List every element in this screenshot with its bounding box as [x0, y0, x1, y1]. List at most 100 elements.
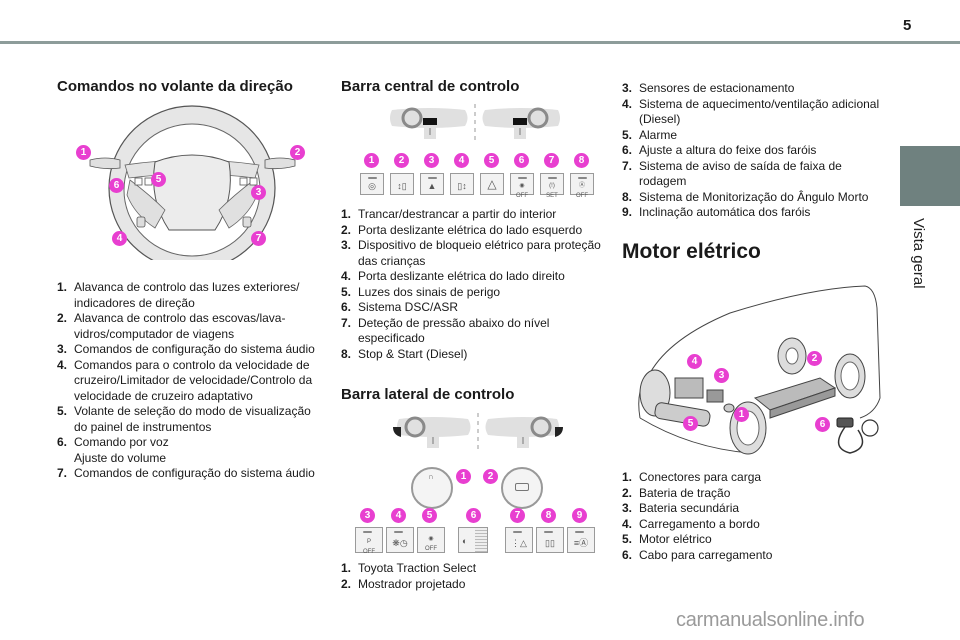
traction-mode-icon: ∩ [428, 472, 434, 481]
list-item: 3.Dispositivo de bloqueio elétrico para … [341, 238, 601, 268]
callout-badge: 5 [683, 416, 698, 431]
callout-badge: 1 [364, 153, 379, 168]
header-rule [0, 41, 960, 44]
hazard-button: △ [480, 173, 504, 195]
list-item: 8.Stop & Start (Diesel) [341, 346, 468, 361]
list-item: 3.Comandos de configuração do sistema áu… [57, 342, 315, 356]
list-item: 2.Bateria de tração [622, 485, 731, 500]
tire-pressure-button: (!)SET [540, 173, 564, 199]
lane-departure-icon: ⋮△ [511, 538, 527, 548]
lock-button: ◎ [360, 173, 384, 195]
lock-icon: ◎ [368, 181, 376, 191]
list-item: 8.Sistema de Monitorização do Ângulo Mor… [622, 189, 869, 204]
left-sliding-door-button: ↕▯ [390, 173, 414, 195]
callout-badge: 5 [151, 172, 166, 187]
list-item: 4.Comandos para o controlo da velocidade… [57, 357, 313, 403]
list-item: 6.Ajuste a altura do feixe dos faróis [622, 143, 817, 157]
lane-departure-button: ⋮△ [505, 527, 533, 553]
callout-badge: 4 [112, 231, 127, 246]
dashboard-position-diagram [390, 104, 560, 146]
alarm-button: ◉OFF [417, 527, 445, 553]
list-item: 5.Motor elétrico [622, 532, 712, 546]
right-sliding-door-button: ▯↕ [450, 173, 474, 195]
side-bar-item-list-part1: 1.Toyota Traction Select 2.Mostrador pro… [341, 561, 613, 592]
alarm-off-icon: ◉OFF [425, 536, 437, 552]
headlight-level-dial: ◐ [458, 527, 488, 553]
callout-badge: 8 [574, 153, 589, 168]
chapter-tab-label[interactable]: Vista geral [910, 218, 927, 289]
list-item: 3.Bateria secundária [622, 501, 740, 515]
list-item: 6.Cabo para carregamento [622, 547, 773, 562]
callout-badge: 2 [290, 145, 305, 160]
list-item: 4.Porta deslizante elétrica do lado dire… [341, 269, 565, 283]
callout-badge: 2 [807, 351, 822, 366]
list-item: 2.Porta deslizante elétrica do lado esqu… [341, 222, 583, 237]
callout-badge: 2 [483, 469, 498, 484]
dashboard-illustration [393, 413, 563, 453]
list-item: 2.Mostrador projetado [341, 576, 466, 591]
callout-badge: 6 [109, 178, 124, 193]
callout-badge: 6 [514, 153, 529, 168]
callout-badge: 7 [251, 231, 266, 246]
auto-headlight-button: ≡Ⓐ [567, 527, 595, 553]
electric-motor-section-title: Motor elétrico [622, 240, 761, 263]
central-bar-buttons: 1 2 3 4 5 6 7 8 ◎ ↕▯ ▲ ▯↕ △ ◉OFF (!)SET … [355, 153, 595, 199]
watermark-link[interactable]: carmanualsonline.info [676, 609, 865, 631]
list-item: 1.Trancar/destrancar a partir do interio… [341, 207, 557, 221]
steering-wheel-illustration [89, 105, 296, 271]
hud-icon [515, 483, 529, 491]
side-bar-section-title: Barra lateral de controlo [341, 386, 515, 403]
central-bar-section-title: Barra central de controlo [341, 78, 520, 95]
callout-badge: 3 [251, 185, 266, 200]
callout-badge: 4 [687, 354, 702, 369]
central-bar-item-list: 1.Trancar/destrancar a partir do interio… [341, 207, 613, 362]
tire-pressure-icon: (!)SET [546, 183, 558, 199]
head-up-display-control [501, 467, 543, 509]
list-item: 4.Sistema de aquecimento/ventilação adic… [622, 96, 880, 127]
traction-select-dial: ∩ [411, 467, 453, 509]
callout-badge: 4 [391, 508, 406, 523]
list-item: 5.Luzes dos sinais de perigo [341, 284, 501, 299]
sliding-door-left-icon: ↕▯ [397, 181, 407, 191]
callout-badge: 1 [734, 407, 749, 422]
callout-badge: 3 [714, 368, 729, 383]
callout-badge: 7 [544, 153, 559, 168]
callout-badge: 5 [484, 153, 499, 168]
dsc-off-button: ◉OFF [510, 173, 534, 199]
list-item: 2.Alavanca de controlo das escovas/lava-… [57, 311, 286, 341]
list-item: 1.Alavanca de controlo das luzes exterio… [57, 280, 300, 310]
dsc-off-icon: ◉OFF [516, 183, 528, 199]
electric-vehicle-diagram: 1 2 3 4 5 6 [630, 278, 890, 458]
electric-motor-item-list: 1.Conectores para carga 2.Bateria de tra… [622, 470, 894, 563]
callout-badge: 9 [572, 508, 587, 523]
side-dashboard-position-diagram [393, 413, 563, 455]
side-bar-item-list-part2: 3.Sensores de estacionamento 4.Sistema d… [622, 81, 894, 221]
dashboard-illustration [390, 104, 560, 144]
list-item: 4.Carregamento a bordo [622, 516, 760, 531]
dial-wheel [475, 528, 487, 552]
list-item: 9.Inclinação automática dos faróis [622, 205, 811, 219]
list-item: 5.Volante de seleção do modo de visualiz… [57, 404, 311, 434]
list-item: 6.Sistema DSC/ASR [341, 300, 459, 314]
list-item: 1.Toyota Traction Select [341, 561, 477, 575]
aux-heater-button: ❋◷ [386, 527, 414, 553]
auto-headlight-icon: ≡Ⓐ [573, 538, 589, 548]
callout-badge: 6 [466, 508, 481, 523]
callout-badge: 5 [422, 508, 437, 523]
steering-item-list: 1.Alavanca de controlo das luzes exterio… [57, 280, 325, 482]
list-item: 5.Alarme [622, 127, 678, 142]
sliding-door-right-icon: ▯↕ [457, 181, 467, 191]
chapter-tab[interactable] [900, 146, 960, 206]
callout-badge: 3 [360, 508, 375, 523]
headlight-level-dial-icon: ◐ [462, 536, 468, 546]
callout-badge: 4 [454, 153, 469, 168]
child-lock-icon: ▲ [427, 181, 437, 191]
callout-badge: 1 [456, 469, 471, 484]
blind-spot-button: ▯▯ [536, 527, 564, 553]
callout-badge: 7 [510, 508, 525, 523]
